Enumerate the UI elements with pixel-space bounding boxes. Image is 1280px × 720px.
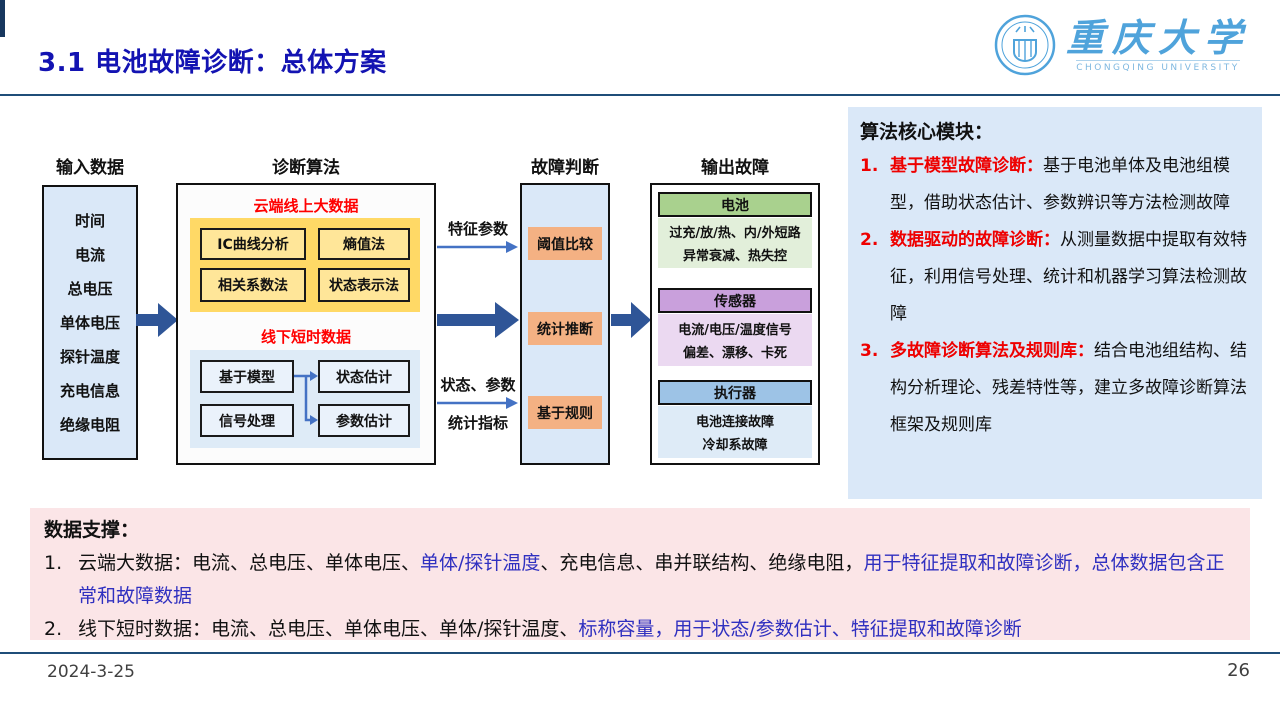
university-logo: 重庆大学 CHONGQING UNIVERSITY [994,14,1250,76]
arrow-algorithm-to-judgment-icon [437,302,519,338]
text-segment: 标称容量，用于状态/参数估计、特征提取和故障诊断 [578,618,1022,640]
algorithm-item-1: 1. 基于模型故障诊断：基于电池单体及电池组模型，借助状态估计、参数辨识等方法检… [860,148,1250,222]
arrow-input-to-algorithm-icon [136,303,178,337]
arrow-judgment-to-output-icon [611,302,651,338]
page-number: 26 [1227,660,1250,681]
input-data-box: 时间 电流 总电压 单体电压 探针温度 充电信息 绝缘电阻 [42,185,138,460]
output-header-actuator: 执行器 [658,380,812,405]
university-seal-icon [994,14,1056,76]
judgment-rule-based: 基于规则 [528,396,602,429]
offline-signal-proc: 信号处理 [200,404,294,437]
judgment-threshold: 阈值比较 [528,227,602,260]
data-support-item-2: 2. 线下短时数据：电流、总电压、单体电压、单体/探针温度、标称容量，用于状态/… [44,613,1236,646]
method-correlation: 相关系数法 [200,268,306,302]
footer-divider [0,652,1280,654]
input-item: 总电压 [67,280,113,298]
item-body: 结合电池组结构、结构分析理论、残差特性等，建立多故障诊断算法框架及规则库 [890,341,1247,435]
arrow-state-params-icon [437,397,518,409]
item-number: 3. [860,341,879,361]
input-item: 单体电压 [59,314,120,332]
output-actuator-line2: 冷却系故障 [702,438,768,453]
item-number: 1. [44,552,63,574]
text-segment: 云端大数据：电流、总电压、单体电压、 [78,552,421,574]
item-body: 基于电池单体及电池组模型，借助状态估计、参数辨识等方法检测故障 [890,156,1230,213]
algorithm-panel-title: 算法核心模块： [860,121,994,143]
col-header-input: 输入数据 [56,158,124,178]
algorithm-core-panel: 算法核心模块： 1. 基于模型故障诊断：基于电池单体及电池组模型，借助状态估计、… [848,107,1262,499]
input-item: 绝缘电阻 [59,416,120,434]
input-item: 电流 [74,246,105,264]
item-lead: 多故障诊断算法及规则库： [890,341,1094,361]
flow-label-feature-params: 特征参数 [447,220,508,238]
output-body-sensor: 电流/电压/温度信号 偏差、漂移、卡死 [658,314,812,366]
method-entropy: 熵值法 [318,228,410,260]
col-header-output: 输出故障 [701,158,769,178]
input-item: 时间 [74,212,105,230]
method-ic-curve: IC曲线分析 [200,228,306,260]
arrow-feature-params-icon [437,241,518,253]
text-segment: 线下短时数据：电流、总电压、单体电压、单体/探针温度、 [78,618,579,640]
output-battery-line2: 异常衰减、热失控 [682,249,787,264]
data-support-item-1: 1. 云端大数据：电流、总电压、单体电压、单体/探针温度、充电信息、串并联结构、… [44,547,1236,613]
method-state-repr: 状态表示法 [318,268,410,302]
item-lead: 数据驱动的故障诊断： [890,230,1060,250]
output-battery-line1: 过充/放/热、内/外短路 [669,226,801,241]
text-segment: 用于特征提取和故障诊断，总体数据包含正常和故障数据 [78,552,1225,607]
offline-param-est: 参数估计 [318,404,410,437]
output-header-battery: 电池 [658,192,812,217]
flow-label-stat-index: 统计指标 [447,414,508,432]
cloud-data-label: 云端线上大数据 [253,197,359,215]
logo-chinese-name: 重庆大学 [1065,15,1250,61]
item-lead: 基于模型故障诊断： [890,156,1043,176]
top-accent-bar [0,0,5,37]
item-number: 1. [860,156,879,176]
page-title: 3.1 电池故障诊断：总体方案 [38,48,387,78]
data-support-panel: 数据支撑： 1. 云端大数据：电流、总电压、单体电压、单体/探针温度、充电信息、… [30,508,1250,640]
output-sensor-line1: 电流/电压/温度信号 [678,323,792,338]
input-item: 探针温度 [59,348,120,366]
header-divider [0,94,1280,96]
text-segment: 单体/探针温度 [420,552,541,574]
text-segment: 、充电信息、串并联结构、绝缘电阻， [540,552,864,574]
offline-data-label: 线下短时数据 [260,328,351,346]
col-header-algorithm: 诊断算法 [272,158,340,178]
input-item: 充电信息 [59,382,120,400]
output-actuator-line1: 电池连接故障 [695,415,774,430]
judgment-statistic: 统计推断 [528,312,602,345]
algorithm-item-2: 2. 数据驱动的故障诊断：从测量数据中提取有效特征，利用信号处理、统计和机器学习… [860,222,1250,333]
output-header-sensor: 传感器 [658,288,812,313]
col-header-judgment: 故障判断 [531,158,599,178]
item-body: 从测量数据中提取有效特征，利用信号处理、统计和机器学习算法检测故障 [890,230,1247,324]
offline-branch-connector-icon [294,368,318,428]
data-support-title: 数据支撑： [44,519,140,541]
offline-model-based: 基于模型 [200,360,294,393]
output-body-battery: 过充/放/热、内/外短路 异常衰减、热失控 [658,218,812,268]
item-number: 2. [860,230,879,250]
item-number: 2. [44,618,63,640]
output-sensor-line2: 偏差、漂移、卡死 [682,346,787,361]
output-body-actuator: 电池连接故障 冷却系故障 [658,406,812,458]
algorithm-item-3: 3. 多故障诊断算法及规则库：结合电池组结构、结构分析理论、残差特性等，建立多故… [860,333,1250,444]
logo-english-name: CHONGQING UNIVERSITY [1076,59,1240,73]
footer-date: 2024-3-25 [47,662,135,682]
offline-state-est: 状态估计 [318,360,410,393]
flow-label-state-params: 状态、参数 [440,376,516,394]
